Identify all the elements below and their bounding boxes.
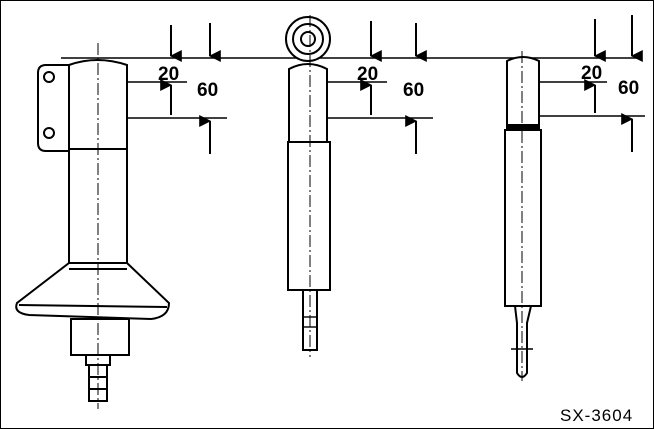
figure-code: SX-3604 (560, 406, 633, 425)
eye-mount-inner (300, 31, 316, 47)
dim-60-shock-3: 60 (618, 78, 639, 99)
eye-mount-middle (292, 23, 324, 55)
strut-body (68, 59, 128, 264)
dim-60-shock-1: 60 (197, 80, 218, 101)
lower-tube (70, 318, 130, 356)
dim-20-shock-2: 20 (357, 64, 378, 85)
upper-body (288, 63, 328, 143)
shock-2 (285, 15, 433, 357)
dim-20-shock-3: 20 (581, 63, 602, 84)
upper-body (506, 56, 540, 128)
dim-20-shock-1: 20 (158, 64, 179, 85)
lower-body (287, 141, 331, 291)
lower-body (504, 129, 542, 307)
dim-60-shock-2: 60 (403, 80, 424, 101)
shock-1 (15, 23, 227, 409)
shock-3 (504, 15, 645, 381)
lower-eye-stem (513, 305, 533, 378)
spring-seat (15, 262, 171, 321)
bracket-hole-upper (43, 71, 55, 83)
bracket-hole-lower (43, 127, 55, 139)
